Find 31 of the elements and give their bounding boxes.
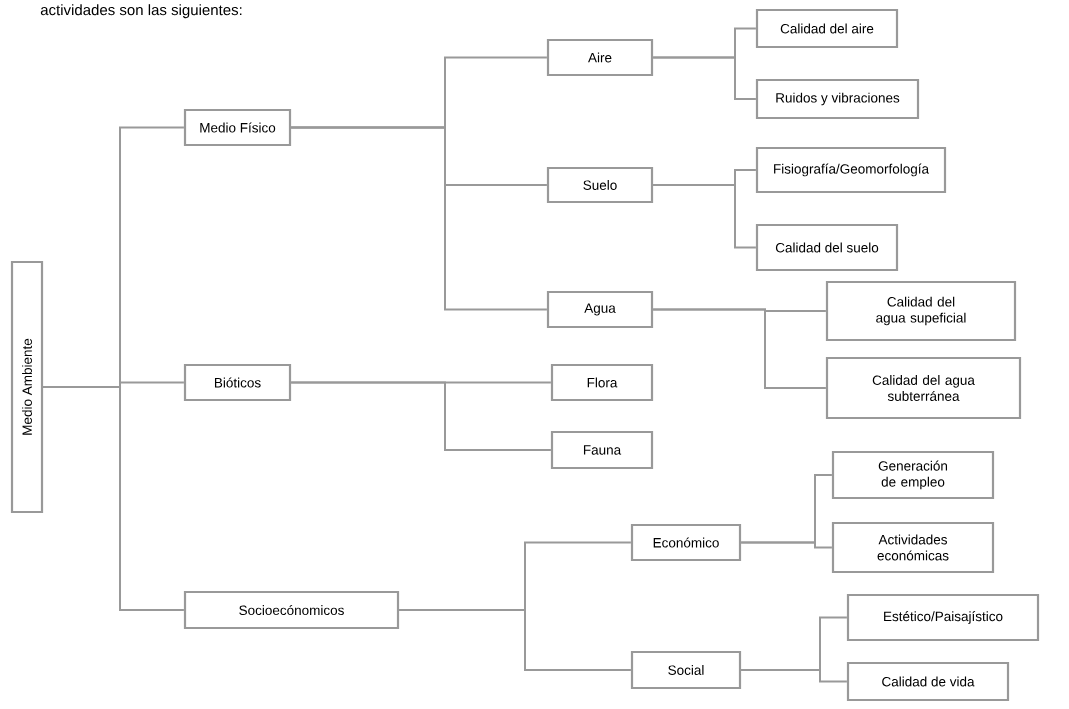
box: Socioecónomicos: [183, 590, 400, 630]
connector-line: [740, 669, 848, 683]
box: Calidad del agua subterránea: [825, 356, 1022, 420]
box: Fauna: [550, 430, 654, 470]
box: Medio Ambiente: [10, 260, 44, 514]
box: Social: [630, 650, 742, 690]
box: Aire: [546, 38, 654, 77]
box: Generación de empleo: [831, 450, 995, 500]
box: Calidad del agua supeficial: [825, 280, 1017, 342]
box: Económico: [630, 523, 742, 562]
box: Estético/Paisajístico: [846, 593, 1040, 642]
box: Ruidos y vibraciones: [755, 78, 920, 120]
box: Flora: [550, 363, 654, 402]
connector-line: [652, 184, 757, 249]
connector-line: [290, 126, 548, 311]
box: Medio Físico: [183, 108, 292, 147]
box: Agua: [546, 290, 654, 329]
box: Bióticos: [183, 363, 292, 402]
box: Fisiografía/Geomorfología: [755, 146, 947, 194]
box: Calidad del aire: [755, 8, 899, 49]
box: Suelo: [546, 166, 654, 204]
box: Actividades económicas: [831, 521, 995, 574]
intro-text: actividades son las siguientes:: [40, 4, 242, 19]
connector-line: [652, 56, 757, 100]
connector-line: [398, 609, 632, 671]
box: Calidad de vida: [846, 661, 1010, 702]
box: Calidad del suelo: [755, 223, 899, 272]
connector-line: [652, 308, 827, 389]
connector-line: [290, 381, 552, 451]
connector-line: [42, 386, 185, 611]
connector-line: [740, 541, 833, 549]
